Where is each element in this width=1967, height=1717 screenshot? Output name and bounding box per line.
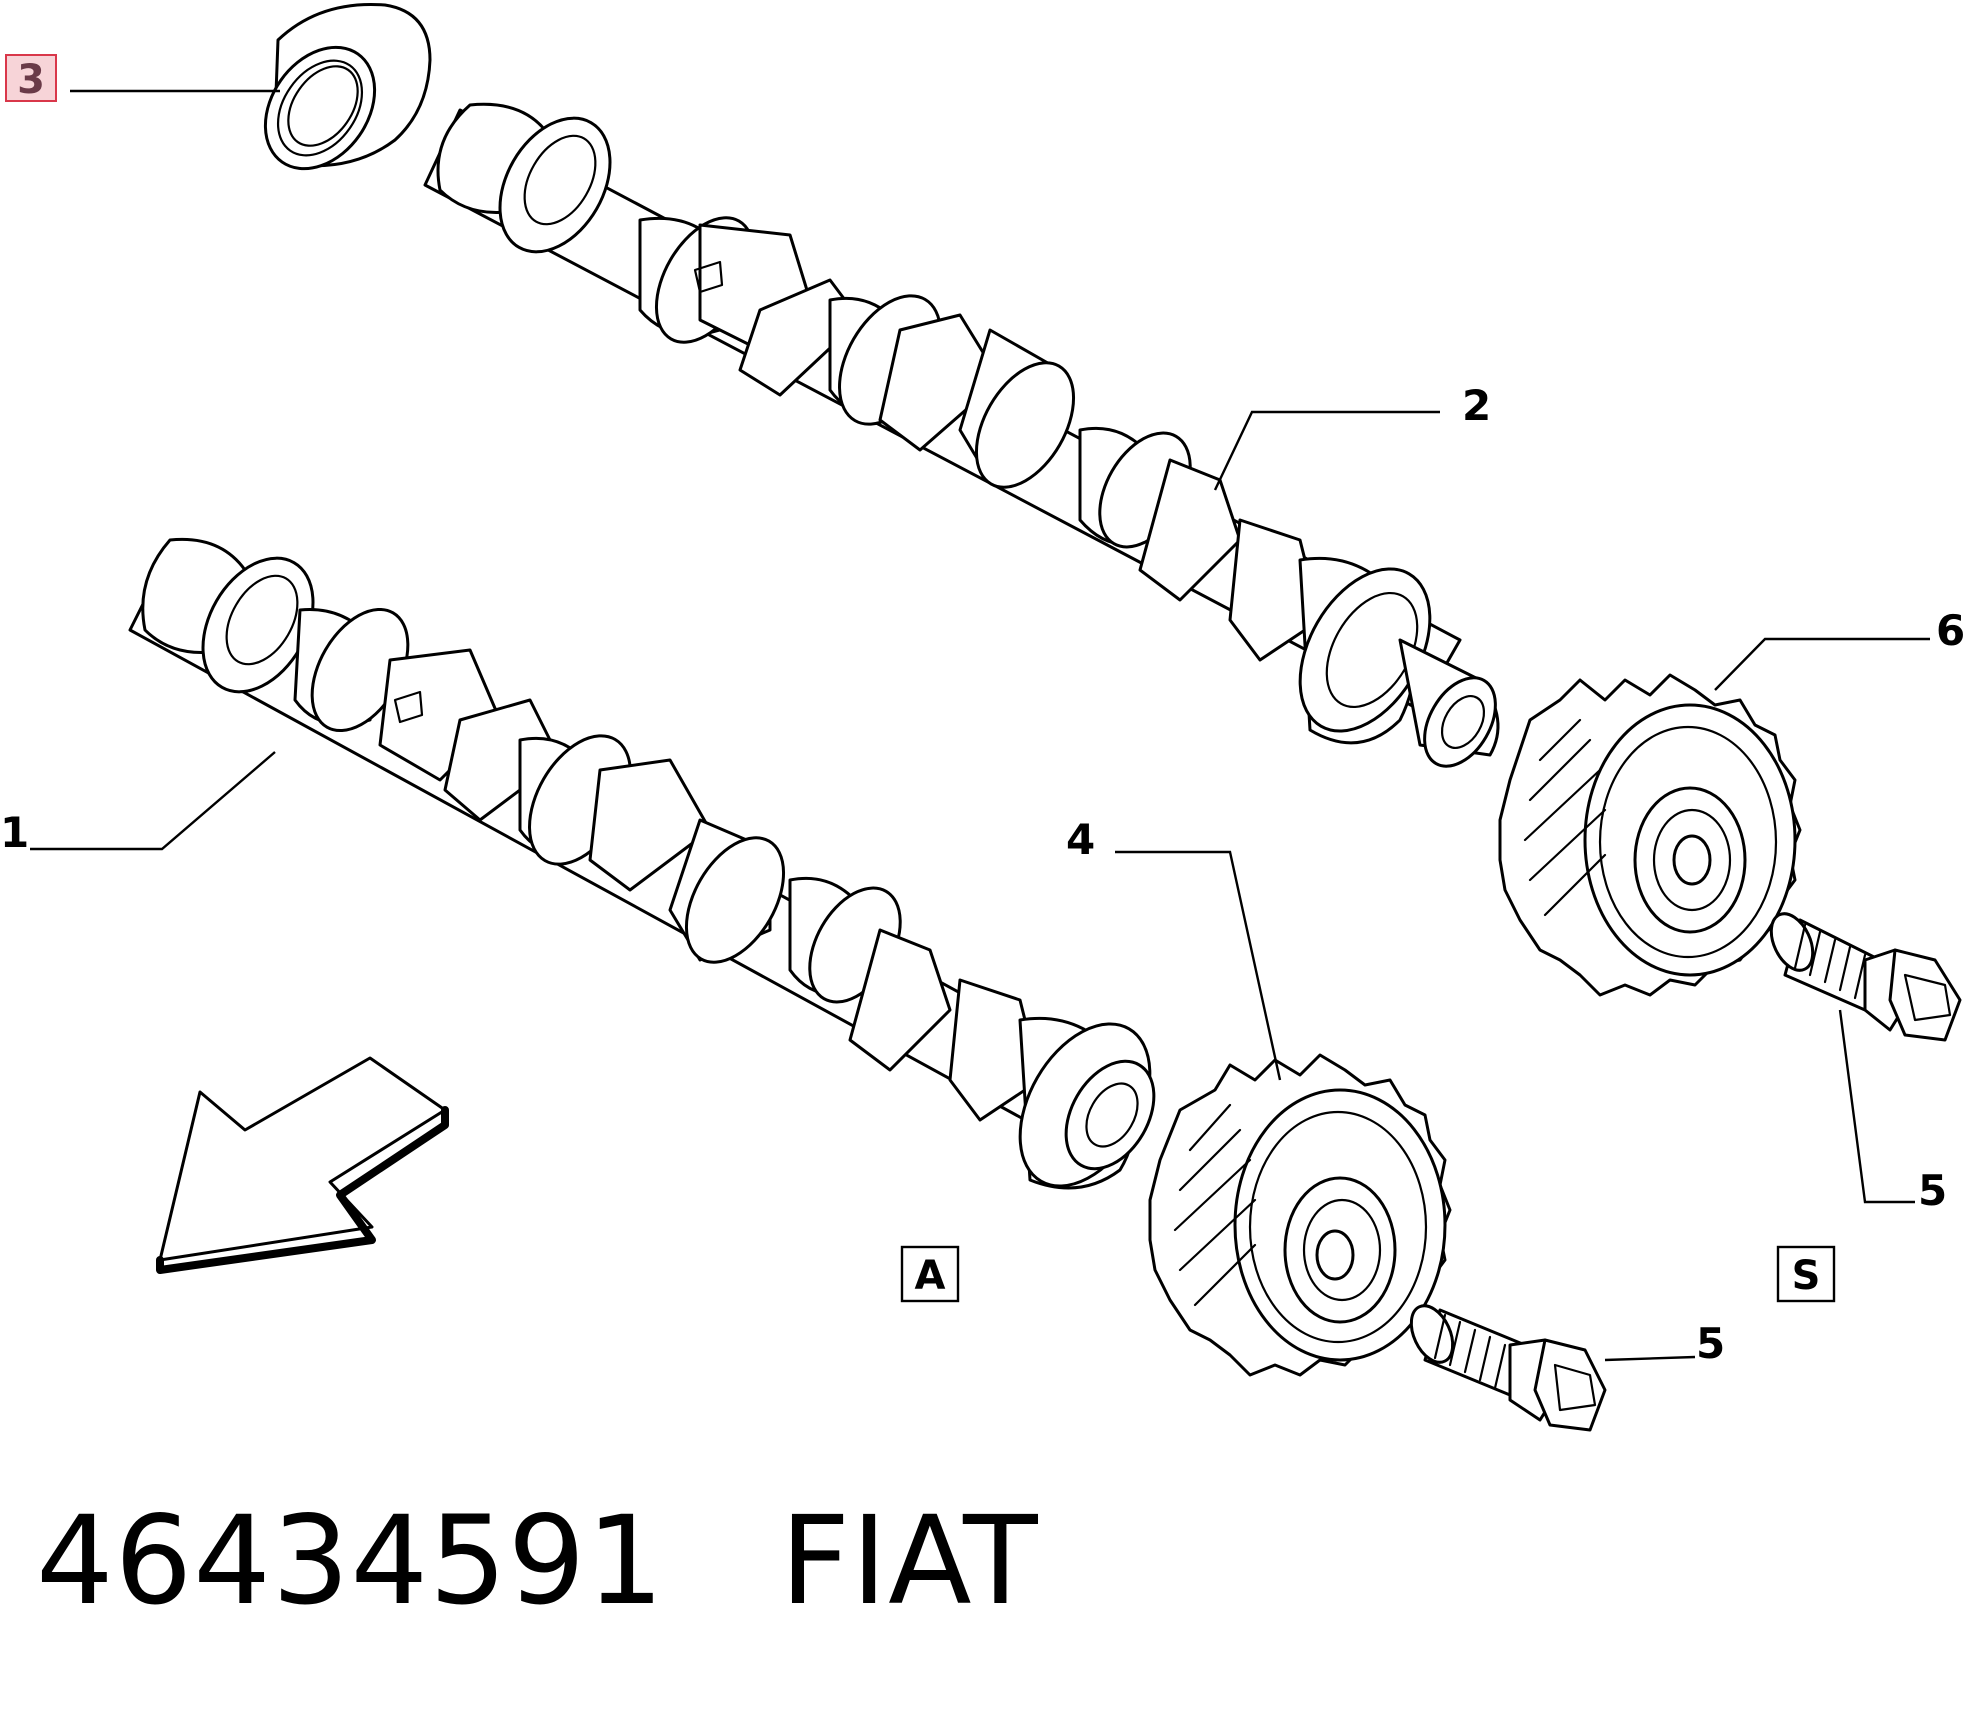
view-box-a[interactable]: A (900, 1245, 960, 1303)
part-2-upper-camshaft[interactable] (423, 99, 1510, 779)
callout-1[interactable]: 1 (0, 808, 29, 857)
callout-2[interactable]: 2 (1462, 381, 1491, 430)
brand-name: FIAT (779, 1490, 1039, 1632)
callout-5-lower[interactable]: 5 (1696, 1319, 1725, 1368)
part-4-lower-gear[interactable] (1148, 1053, 1452, 1377)
callout-3-highlight[interactable]: 3 (5, 54, 57, 103)
callout-4[interactable]: 4 (1066, 815, 1095, 864)
view-box-s-label: S (1792, 1253, 1821, 1299)
part-6-upper-gear[interactable] (1498, 673, 1802, 997)
callout-5-upper[interactable]: 5 (1918, 1166, 1947, 1215)
part-number: 46434591 (36, 1490, 665, 1632)
callout-6[interactable]: 6 (1936, 606, 1965, 655)
part-5-bolt-lower[interactable] (1403, 1299, 1607, 1432)
part-1-lower-camshaft[interactable] (128, 537, 1177, 1209)
part-5-bolt-upper[interactable] (1763, 907, 1962, 1042)
leader-lines (30, 89, 1930, 1362)
part-3-oil-seal[interactable] (243, 2, 432, 189)
view-box-a-label: A (915, 1253, 946, 1299)
direction-arrow-icon (156, 1056, 449, 1274)
callout-3: 3 (17, 57, 45, 103)
view-box-s[interactable]: S (1776, 1245, 1836, 1303)
